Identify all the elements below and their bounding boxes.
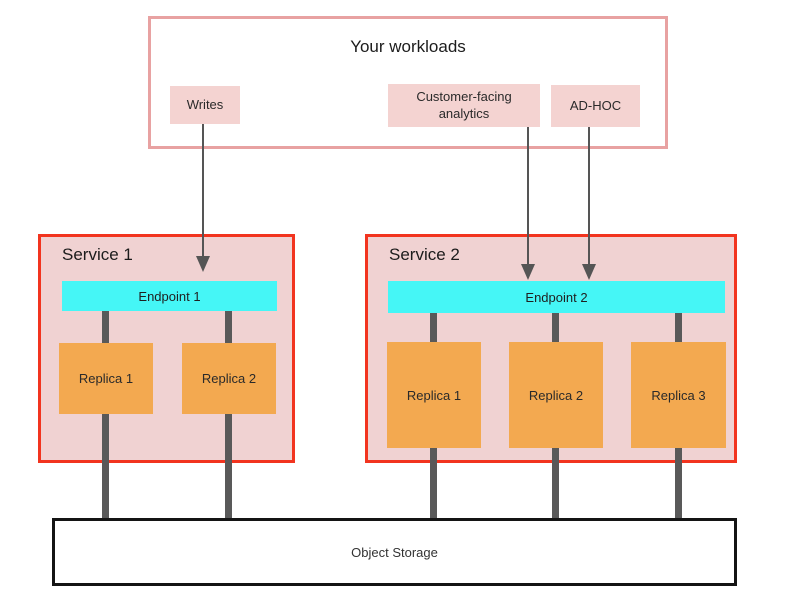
service-2-replica-2: Replica 2 — [509, 342, 603, 448]
endpoint-1: Endpoint 1 — [62, 281, 277, 311]
replica-label: Replica 2 — [201, 371, 257, 386]
service-2-replica-1: Replica 1 — [387, 342, 481, 448]
workload-item-writes: Writes — [170, 86, 240, 124]
workload-item-label: AD-HOC — [569, 97, 622, 113]
service-2-replica-3: Replica 3 — [631, 342, 726, 448]
endpoint-label: Endpoint 1 — [138, 288, 201, 304]
object-storage-box: Object Storage — [52, 518, 737, 586]
workload-item-label: Customer-facing analytics — [416, 88, 512, 121]
object-storage-label: Object Storage — [351, 544, 438, 560]
endpoint-label: Endpoint 2 — [525, 289, 588, 305]
workload-item-adhoc: AD-HOC — [551, 85, 640, 127]
arrow-adhoc-line — [588, 127, 590, 265]
workloads-box — [148, 16, 668, 149]
service-1-replica-2: Replica 2 — [182, 343, 276, 414]
endpoint-2: Endpoint 2 — [388, 281, 725, 313]
workloads-title: Your workloads — [350, 37, 466, 56]
service-1-replica-1: Replica 1 — [59, 343, 153, 414]
replica-label: Replica 1 — [78, 371, 134, 386]
replica-label: Replica 1 — [406, 387, 462, 403]
service-1-title: Service 1 — [62, 245, 133, 264]
arrow-analytics-line — [527, 127, 529, 265]
workload-item-label: Writes — [186, 96, 224, 112]
workload-item-analytics: Customer-facing analytics — [388, 84, 540, 127]
replica-label: Replica 2 — [528, 387, 584, 403]
service-2-title: Service 2 — [389, 245, 460, 264]
arrow-down-icon — [582, 264, 596, 280]
arrow-down-icon — [196, 256, 210, 272]
replica-label: Replica 3 — [651, 387, 706, 403]
arrow-down-icon — [521, 264, 535, 280]
arrow-writes-line — [202, 124, 204, 258]
